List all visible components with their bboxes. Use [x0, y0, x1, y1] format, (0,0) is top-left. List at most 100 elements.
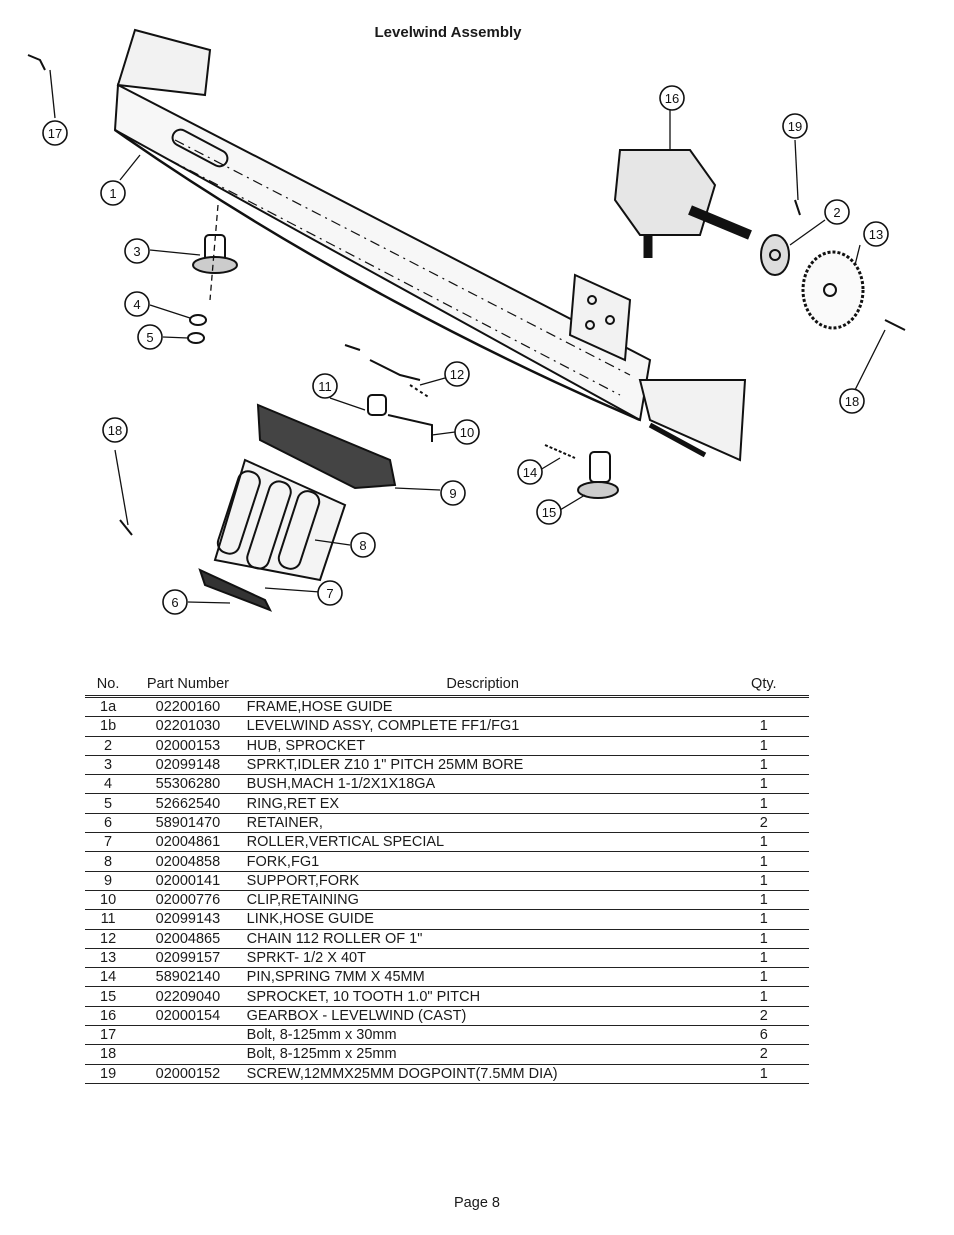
- link-chain-clip-drawing: [344, 344, 433, 442]
- header-no: No.: [96, 676, 120, 692]
- cell-qty: 1: [718, 890, 809, 911]
- frame-hose-guide-drawing: [113, 28, 747, 462]
- callout-16: 16: [665, 91, 679, 106]
- callout-15: 15: [542, 505, 556, 520]
- cell-no: 7: [85, 832, 132, 853]
- cell-qty: 6: [718, 1025, 809, 1046]
- cell-description: PIN,SPRING 7MM X 45MM: [244, 967, 719, 988]
- cell-qty: 1: [718, 871, 809, 891]
- cell-part-number: 02000154: [131, 1006, 245, 1027]
- cell-description: SPRKT- 1/2 X 40T: [244, 948, 719, 969]
- cell-no: 19: [85, 1064, 132, 1084]
- large-sprocket-drawing: [801, 250, 865, 330]
- cell-part-number: 02000153: [131, 736, 245, 756]
- cell-description: SUPPORT,FORK: [244, 871, 719, 891]
- callout-13: 13: [869, 227, 883, 242]
- cell-no: 10: [85, 890, 132, 911]
- cell-description: RING,RET EX: [244, 793, 719, 814]
- cell-qty: 2: [718, 1006, 809, 1027]
- cell-description: CLIP,RETAINING: [244, 890, 719, 911]
- cell-description: BUSH,MACH 1-1/2X1X18GA: [244, 774, 719, 795]
- cell-qty: 1: [718, 774, 809, 795]
- header-part-number: Part Number: [146, 676, 230, 692]
- callout-3: 3: [133, 244, 140, 259]
- callout-11: 11: [318, 379, 332, 394]
- cell-no: 9: [85, 871, 132, 891]
- cell-qty: 1: [718, 793, 809, 814]
- callout-5: 5: [146, 330, 153, 345]
- callout-18-right: 18: [845, 394, 859, 409]
- cell-description: Bolt, 8-125mm x 25mm: [244, 1044, 719, 1065]
- cell-part-number: [131, 1025, 245, 1046]
- cell-no: 12: [85, 929, 132, 949]
- cell-description: SPROCKET, 10 TOOTH 1.0" PITCH: [244, 986, 719, 1007]
- cell-qty: 1: [718, 736, 809, 756]
- cell-part-number: 02099143: [131, 909, 245, 930]
- cell-part-number: 02099157: [131, 948, 245, 969]
- cell-qty: 1: [718, 716, 809, 737]
- cell-part-number: 02201030: [131, 716, 245, 737]
- cell-part-number: 52662540: [131, 793, 245, 814]
- fork-rollers-drawing: [198, 458, 347, 612]
- cell-qty: 1: [718, 1064, 809, 1084]
- callout-9: 9: [449, 486, 456, 501]
- cell-part-number: 02000141: [131, 871, 245, 891]
- table-header-row: No. Part Number Description Qty.: [85, 673, 809, 697]
- cell-description: LEVELWIND ASSY, COMPLETE FF1/FG1: [244, 716, 719, 737]
- cell-no: 14: [85, 967, 132, 988]
- cell-part-number: 02099148: [131, 755, 245, 776]
- callout-8: 8: [359, 538, 366, 553]
- callout-10: 10: [460, 425, 474, 440]
- cell-no: 11: [85, 909, 132, 930]
- cell-part-number: 02004861: [131, 832, 245, 853]
- cell-part-number: 02000776: [131, 890, 245, 911]
- cell-no: 3: [85, 755, 132, 776]
- cell-qty: 1: [718, 755, 809, 776]
- cell-part-number: 58902140: [131, 967, 245, 988]
- cell-description: SCREW,12MMX25MM DOGPOINT(7.5MM DIA): [244, 1064, 719, 1084]
- cell-description: SPRKT,IDLER Z10 1" PITCH 25MM BORE: [244, 755, 719, 776]
- cell-no: 13: [85, 948, 132, 969]
- cell-description: LINK,HOSE GUIDE: [244, 909, 719, 930]
- page-title: Levelwind Assembly: [374, 24, 522, 41]
- cell-no: 2: [85, 736, 132, 756]
- cell-description: FRAME,HOSE GUIDE: [244, 696, 719, 718]
- callout-7: 7: [326, 586, 333, 601]
- cell-qty: 1: [718, 909, 809, 930]
- cell-part-number: 02209040: [131, 986, 245, 1007]
- cell-qty: 1: [718, 948, 809, 969]
- callout-18-left: 18: [108, 423, 122, 438]
- callout-17: 17: [48, 126, 62, 141]
- header-qty: Qty.: [751, 676, 777, 692]
- cell-description: RETAINER,: [244, 813, 719, 834]
- cell-description: CHAIN 112 ROLLER OF 1": [244, 929, 719, 949]
- callout-6: 6: [171, 595, 178, 610]
- cell-no: 15: [85, 986, 132, 1007]
- callout-14: 14: [523, 465, 537, 480]
- cell-description: HUB, SPROCKET: [244, 736, 719, 756]
- cell-no: 8: [85, 851, 132, 872]
- callout-2: 2: [833, 205, 840, 220]
- hub-sprocket-drawing: [760, 234, 790, 276]
- cell-no: 18: [85, 1044, 132, 1065]
- cell-no: 5: [85, 793, 132, 814]
- callout-4: 4: [133, 297, 140, 312]
- cell-description: FORK,FG1: [244, 851, 719, 872]
- cell-description: GEARBOX - LEVELWIND (CAST): [244, 1006, 719, 1027]
